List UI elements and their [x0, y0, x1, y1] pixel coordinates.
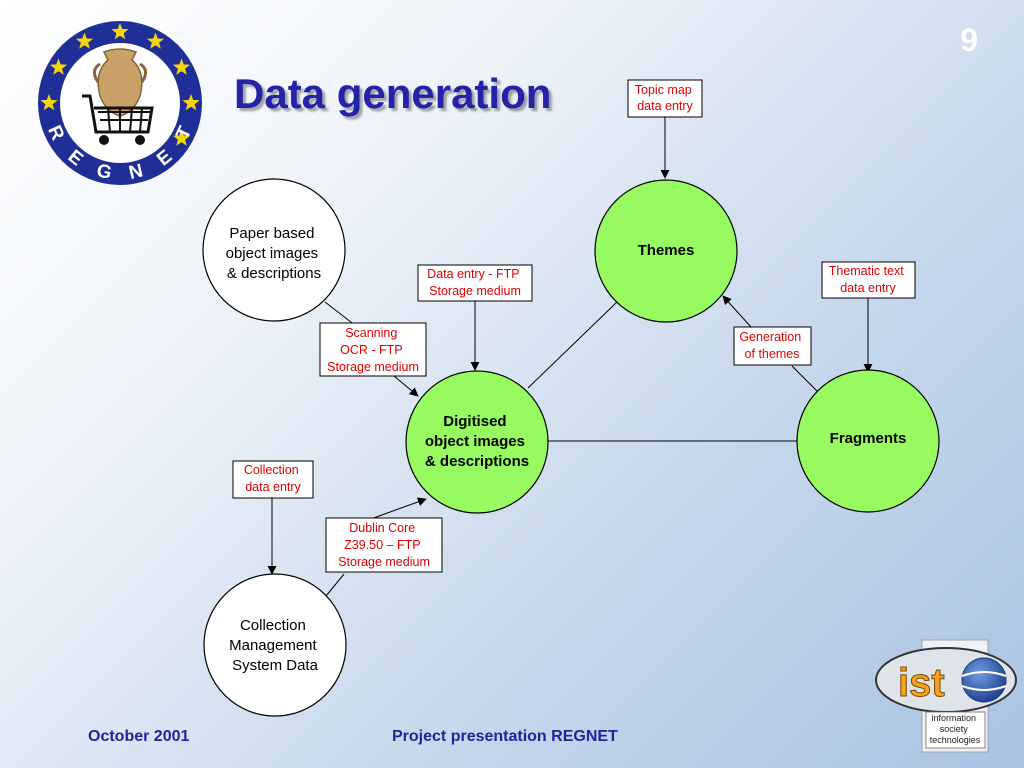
footer-project: Project presentation REGNET: [392, 728, 618, 745]
label-generation-of-themes: Generation of themes: [733, 326, 812, 366]
node-digitised-text: Digitised object images & descriptions: [425, 413, 529, 470]
eu-star-icon: [172, 58, 190, 75]
connector-cms-dublin: [325, 573, 345, 597]
label-topic-map: Topic map data entry: [627, 79, 703, 118]
page-number: 9: [960, 22, 978, 58]
node-paper-based: Paper based object images & descriptions: [202, 178, 346, 322]
svg-text:Collection data entry: Collection data entry: [244, 463, 302, 494]
label-thematic-text: Thematic text data entry: [821, 261, 916, 299]
arrow-dublin-digitised: [367, 497, 427, 521]
footer-date: October 2001: [88, 728, 190, 745]
label-scanning: Scanning OCR - FTP Storage medium: [319, 322, 427, 377]
svg-text:Data entry - FTP Stora: Data entry - FTP Storage medium: [427, 267, 523, 298]
svg-text:Scanning OCR - FTP: Scanning OCR - FTP Storage medium: [327, 326, 419, 374]
globe-icon: [961, 657, 1007, 703]
node-themes-text: Themes: [638, 242, 695, 259]
svg-text:Thematic text data ent: Thematic text data entry: [829, 264, 908, 295]
ist-logo: ist information society technologies: [875, 639, 1017, 753]
label-dublin-core: Dublin Core Z39.50 – FTP Storage medium: [325, 517, 443, 573]
node-cms-text: Collection Management System Data: [229, 617, 321, 674]
ist-caption-box: [925, 711, 986, 749]
node-fragments: Fragments: [796, 369, 940, 513]
connector-fragments-generation: [791, 365, 819, 393]
globe-lines: [961, 671, 1007, 691]
eu-star-icon: [146, 32, 165, 49]
slide-title: Data generation: [234, 70, 552, 117]
node-themes: Themes: [594, 179, 738, 323]
ist-logo-text: ist: [898, 661, 945, 705]
eu-star-icon: [40, 94, 58, 111]
arrow-generation-themes: [722, 295, 752, 328]
connector-digitised-themes: [527, 301, 618, 389]
node-cms: Collection Management System Data: [203, 573, 347, 717]
svg-text:Generation of themes: Generation of themes: [739, 330, 804, 361]
eu-star-icon: [50, 58, 68, 75]
svg-text:Dublin Core Z39.50 – F: Dublin Core Z39.50 – FTP Storage medium: [338, 521, 430, 569]
node-fragments-text: Fragments: [830, 430, 907, 447]
eu-star-icon: [182, 94, 200, 111]
eu-stars: [40, 23, 200, 146]
node-digitised: Digitised object images & descriptions: [405, 370, 549, 514]
eu-star-icon: [111, 23, 129, 40]
label-collection-data-entry: Collection data entry: [232, 460, 314, 499]
eu-star-icon: [172, 129, 190, 146]
regnet-logo-letter: G: [94, 160, 113, 184]
ist-caption: information society technologies: [930, 713, 981, 745]
node-paper-based-text: Paper based object images & descriptions: [226, 225, 323, 282]
svg-text:Topic map data entry: Topic map data entry: [635, 83, 695, 113]
label-data-entry-ftp: Data entry - FTP Storage medium: [417, 264, 533, 302]
eu-star-icon: [75, 32, 94, 49]
regnet-logo-letter: N: [127, 160, 145, 184]
arrow-scanning-digitised: [393, 375, 419, 397]
amphora-cart-icon: [82, 48, 154, 145]
connector-paper-scanning: [324, 301, 357, 327]
